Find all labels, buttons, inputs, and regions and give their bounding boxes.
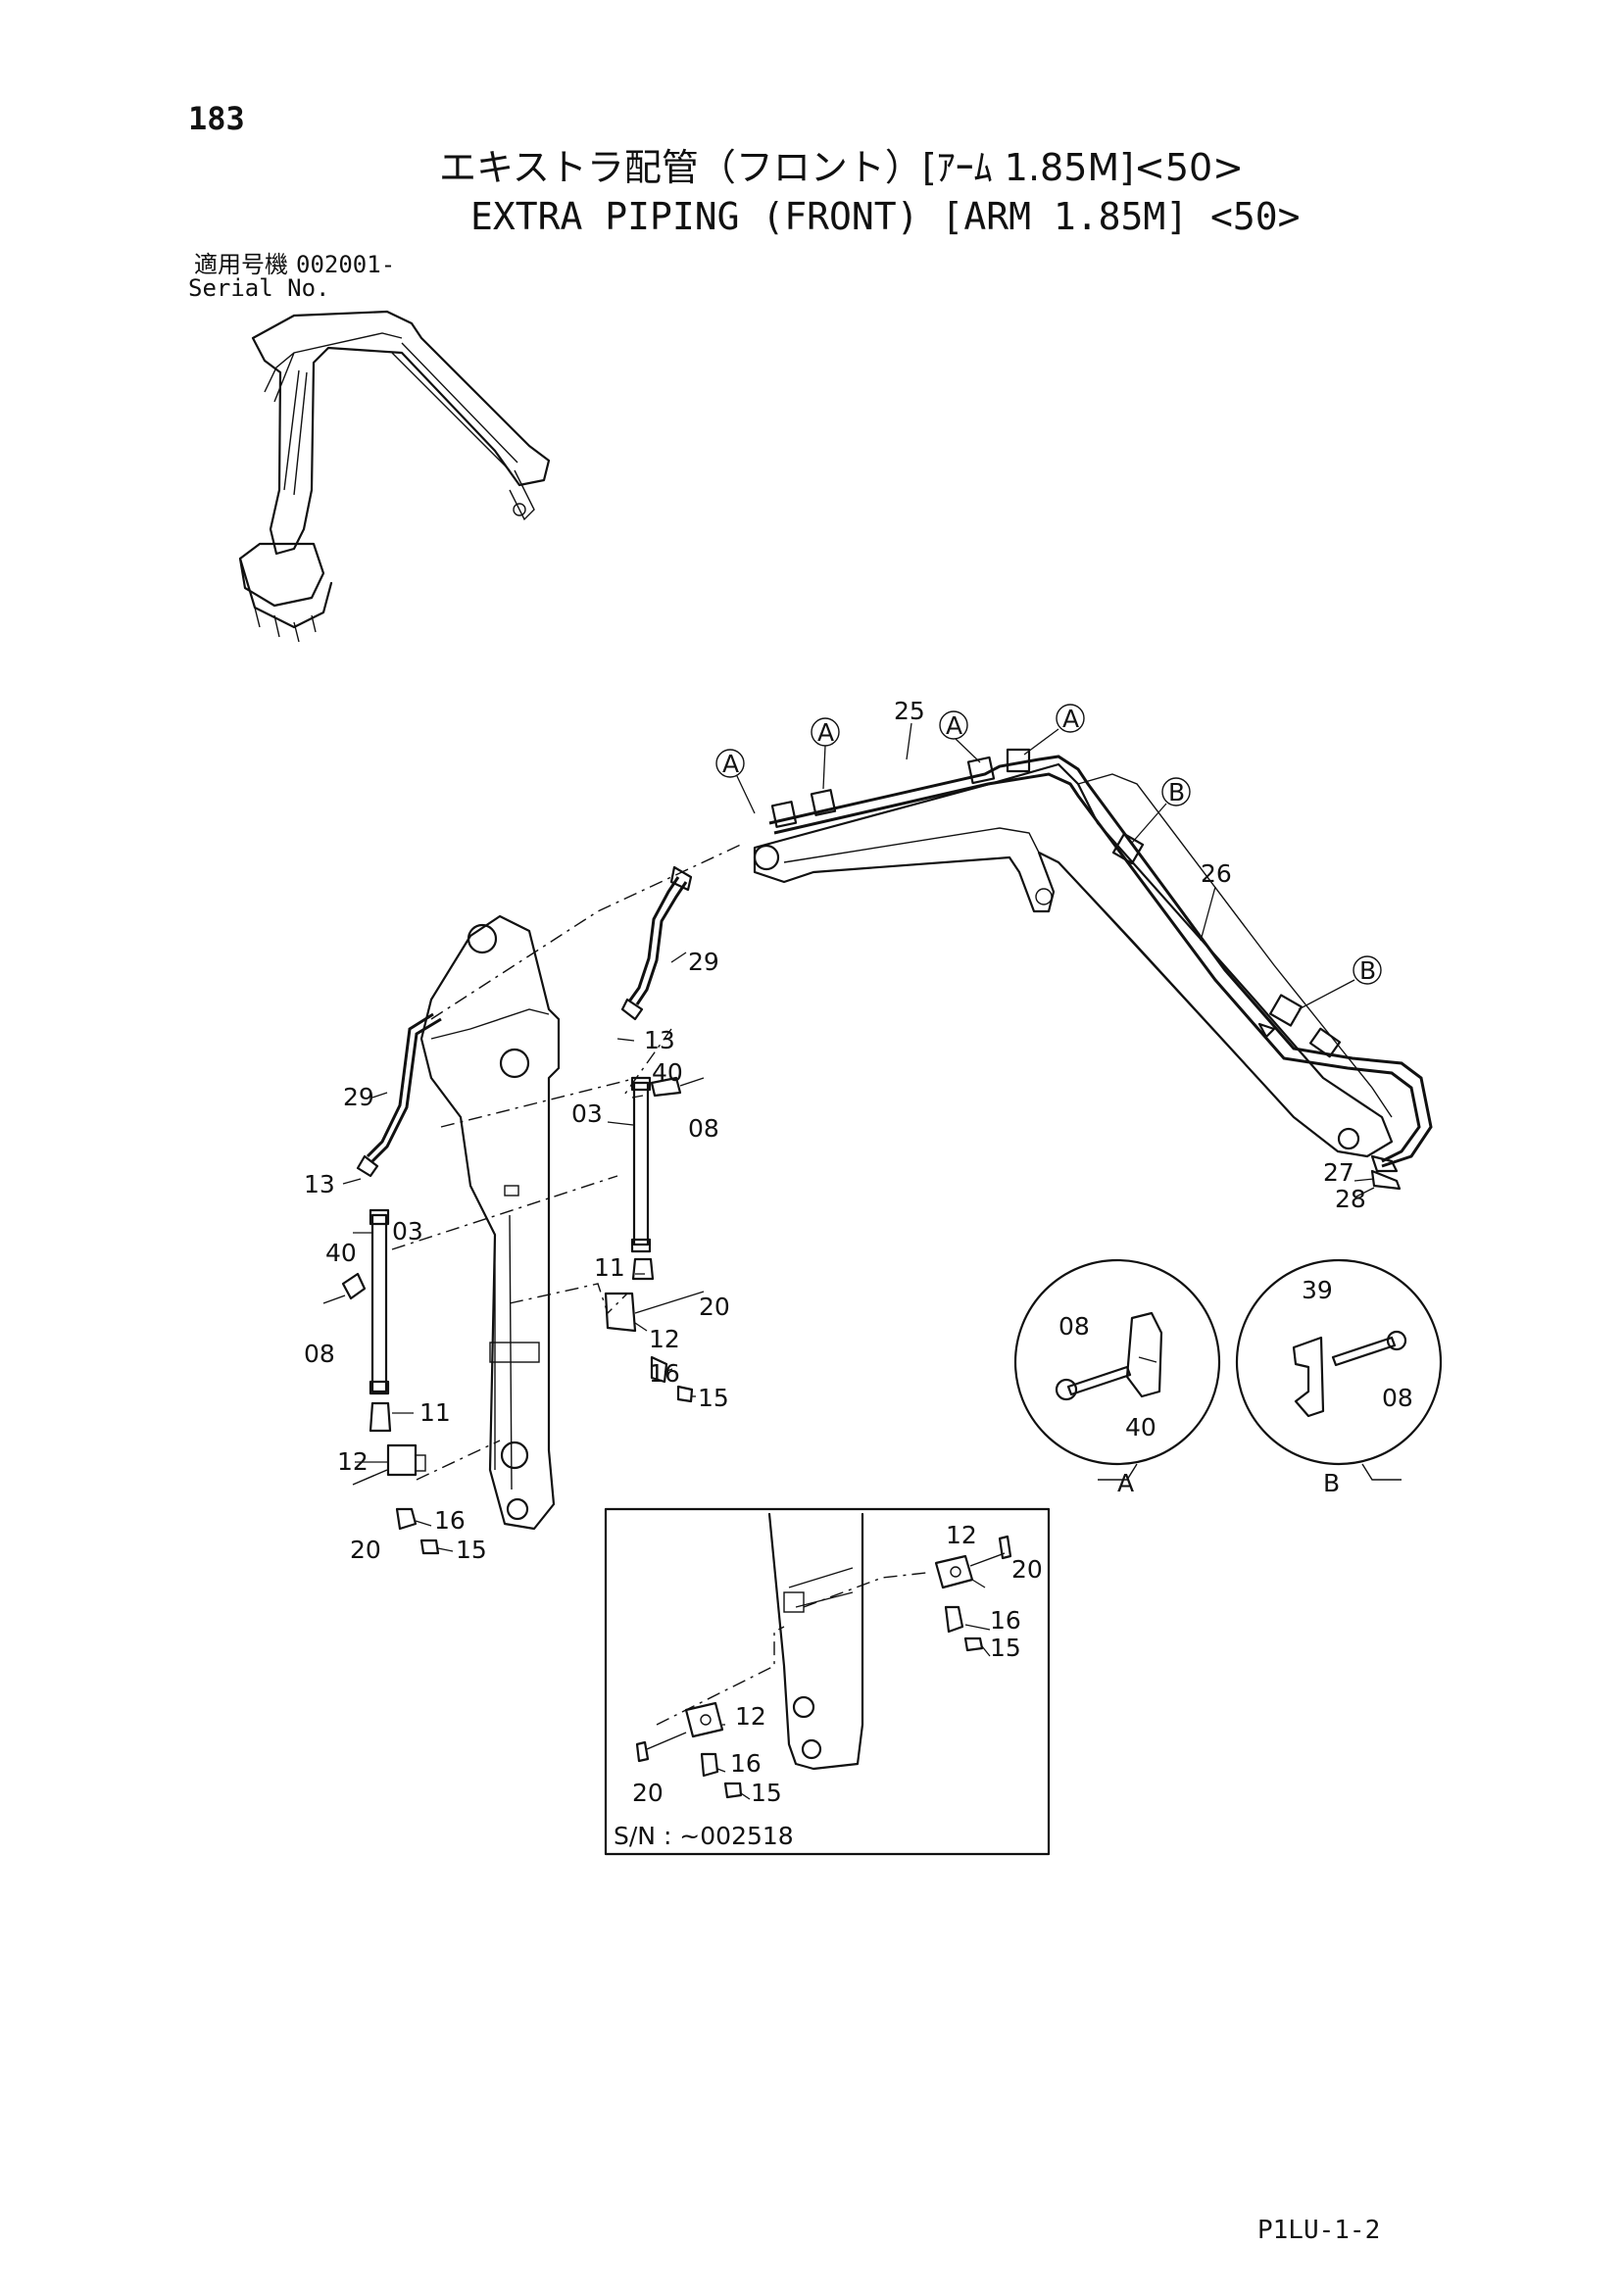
part-number-labels: 25 26 29 29 13 13 40 40 08 08 03 03 11 1… [304, 697, 1413, 1807]
part-label: 08 [1382, 1384, 1413, 1412]
part-label: 16 [730, 1749, 762, 1778]
ref-letter-a: A [946, 711, 962, 740]
part-label: 13 [304, 1170, 335, 1198]
part-label: 12 [337, 1447, 369, 1476]
part-label: 12 [735, 1702, 766, 1731]
part-label: 15 [751, 1779, 782, 1807]
part-label: 29 [688, 948, 719, 976]
part-label: 15 [456, 1536, 487, 1564]
thumbnail-front-illustration [238, 310, 551, 643]
part-label: 08 [1058, 1312, 1090, 1341]
serial-label-en: Serial No. [188, 274, 330, 302]
part-label: 11 [594, 1253, 625, 1282]
ref-letter-a: A [722, 750, 739, 778]
ref-letter-a: A [1062, 705, 1079, 733]
part-label: 11 [419, 1398, 451, 1427]
page-code: P1LU-1-2 [1257, 2216, 1381, 2245]
boom-assembly [419, 914, 561, 1531]
inset-serial-range: S/N : ~002518 [614, 1822, 794, 1850]
detail-a-label: A [1117, 1469, 1134, 1497]
arm-assembly [753, 762, 1394, 1158]
part-label: 20 [1011, 1555, 1043, 1584]
inset-view: S/N : ~002518 [604, 1507, 1051, 1856]
page-title-jp: エキストラ配管（フロント）[ｱｰﾑ 1.85M]<50> [439, 146, 1245, 189]
part-label: 25 [894, 697, 925, 725]
part-label: 27 [1323, 1158, 1354, 1187]
ref-letter-a: A [817, 718, 834, 747]
arm-piping [768, 748, 1433, 1191]
page-title-en: EXTRA PIPING (FRONT) [ARM 1.85M] <50> [470, 195, 1301, 238]
part-label: 13 [644, 1026, 675, 1054]
part-label: 16 [434, 1506, 466, 1535]
serial-label-jp: 適用号機 [194, 251, 288, 278]
part-label: 40 [652, 1058, 683, 1087]
part-label: 40 [325, 1239, 357, 1267]
leader-lines [342, 722, 1375, 1800]
part-label: 39 [1302, 1276, 1333, 1304]
part-label: 12 [649, 1325, 680, 1353]
part-label: 40 [1125, 1413, 1156, 1441]
part-label: 16 [649, 1359, 680, 1388]
centerlines [391, 842, 746, 1481]
part-label: 03 [392, 1217, 423, 1246]
right-piping-parts [604, 865, 705, 1403]
detail-view-a: A [1013, 1258, 1221, 1497]
part-label: 08 [688, 1114, 719, 1143]
reference-letters: A A A A B B [715, 704, 1382, 1010]
part-label: 08 [304, 1340, 335, 1368]
page-number: 183 [188, 100, 245, 137]
detail-view-b: B [1235, 1258, 1443, 1497]
part-label: 20 [632, 1779, 664, 1807]
part-label: 15 [698, 1384, 729, 1412]
part-label: 20 [699, 1293, 730, 1321]
part-label: 15 [990, 1634, 1021, 1662]
part-label: 26 [1201, 859, 1232, 888]
part-label: 29 [343, 1083, 374, 1111]
part-label: 20 [350, 1536, 381, 1564]
detail-b-label: B [1323, 1469, 1340, 1497]
part-label: 12 [946, 1521, 977, 1549]
ref-letter-b: B [1359, 956, 1376, 985]
part-label: 03 [571, 1099, 603, 1128]
part-label: 28 [1335, 1185, 1366, 1213]
ref-letter-b: B [1168, 778, 1185, 806]
part-label: 16 [990, 1606, 1021, 1635]
left-piping-parts [322, 1012, 442, 1555]
serial-value: 002001- [296, 251, 396, 278]
